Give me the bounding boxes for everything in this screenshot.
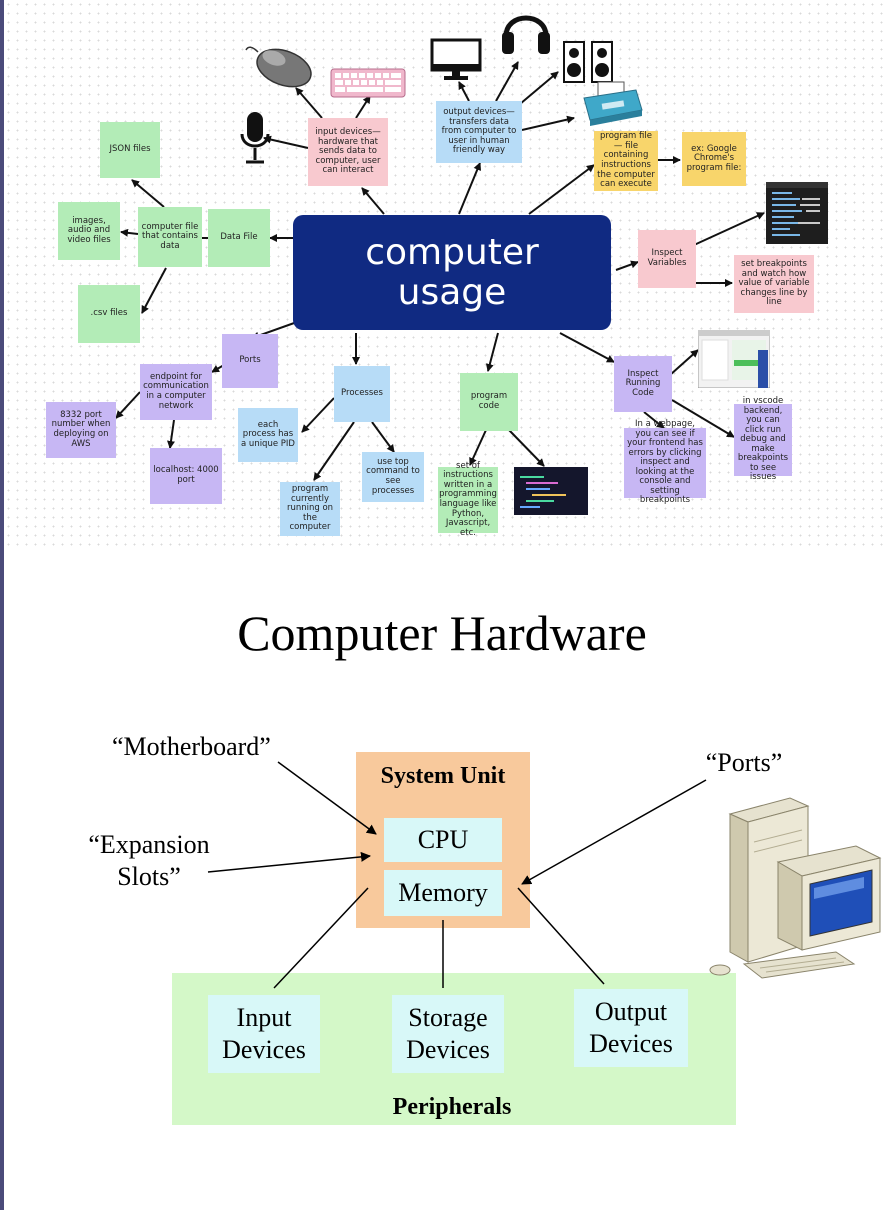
webpage-debug-label: In a webpage, you can see if your fronte… xyxy=(627,419,703,506)
running-program-node: program currently running on the compute… xyxy=(280,482,340,536)
breakpoints-node: set breakpoints and watch how value of v… xyxy=(734,255,814,313)
memory-box: Memory xyxy=(384,870,502,916)
port-8332-node: 8332 port number when deploying on AWS xyxy=(46,402,116,458)
output-devices-line2: Devices xyxy=(589,1029,673,1058)
ports-node: Ports xyxy=(222,334,278,388)
vscode-debug-node: in vscode backend, you can click run deb… xyxy=(734,396,792,482)
headphones-icon xyxy=(502,15,550,54)
expansion-line1: “Expansion xyxy=(88,829,210,859)
output-devices-label: output devices— transfers data from comp… xyxy=(441,107,517,156)
storage-devices-box: Storage Devices xyxy=(392,995,504,1073)
monitor-icon xyxy=(430,38,482,80)
localhost-node: localhost: 4000 port xyxy=(150,448,222,504)
pid-node: each process has a unique PID xyxy=(238,408,298,462)
json-files-node: JSON files xyxy=(100,122,160,178)
mind-map-connectors xyxy=(115,61,765,481)
ports-label: Ports xyxy=(239,355,261,366)
inspect-running-code-label: Inspect Running Code xyxy=(625,368,661,398)
output-devices-box: Output Devices xyxy=(574,989,688,1067)
speakers-icon xyxy=(563,41,613,83)
browser-screenshot-icon xyxy=(698,330,770,388)
left-border xyxy=(0,0,4,1210)
cpu-box: CPU xyxy=(384,818,502,862)
storage-devices-line1: Storage xyxy=(408,1002,488,1032)
central-topic-label: computer usage xyxy=(365,231,539,313)
input-devices-node: input devices— hardware that sends data … xyxy=(308,118,388,186)
mouse-icon xyxy=(245,46,312,88)
computer-file-label: computer file that contains data xyxy=(141,221,199,251)
inspect-variables-node: Inspect Variables xyxy=(638,230,696,288)
processes-node: Processes xyxy=(334,366,390,422)
port-8332-label: 8332 port number when deploying on AWS xyxy=(51,409,111,449)
data-file-label: Data File xyxy=(220,232,258,243)
desktop-computer-icon xyxy=(709,797,882,979)
microphone-icon xyxy=(240,112,270,164)
mind-map-canvas: computer usage Data File computer file t… xyxy=(4,0,884,552)
json-files-label: JSON files xyxy=(109,144,151,155)
motherboard-callout: “Motherboard” xyxy=(112,732,271,761)
media-files-node: images, audio and video files xyxy=(58,202,120,260)
program-code-node: program code xyxy=(460,373,518,431)
webpage-debug-node: In a webpage, you can see if your fronte… xyxy=(624,419,706,505)
localhost-label: localhost: 4000 port xyxy=(153,465,219,485)
data-file-node: Data File xyxy=(208,209,270,267)
program-file-node: program file— file containing instructio… xyxy=(594,131,658,191)
system-unit-label: System Unit xyxy=(380,762,506,789)
storage-devices-line2: Devices xyxy=(406,1035,490,1064)
variables-screenshot-icon xyxy=(766,182,828,244)
input-devices-line1: Input xyxy=(236,1002,292,1032)
chrome-example-node: ex: Google Chrome's program file: xyxy=(682,132,746,186)
program-code-label: program code xyxy=(470,391,508,411)
output-devices-node: output devices— transfers data from comp… xyxy=(436,101,522,163)
expansion-slots-callout: “Expansion Slots” xyxy=(74,826,224,896)
endpoint-label: endpoint for communication in a computer… xyxy=(143,371,209,411)
output-devices-line1: Output xyxy=(594,996,668,1026)
inspect-running-code-node: Inspect Running Code xyxy=(614,356,672,412)
chrome-example-label: ex: Google Chrome's program file: xyxy=(686,143,742,173)
program-file-label: program file— file containing instructio… xyxy=(597,131,655,190)
central-topic: computer usage xyxy=(293,215,611,330)
running-program-label: program currently running on the compute… xyxy=(286,484,334,533)
inspect-variables-label: Inspect Variables xyxy=(647,248,687,268)
hardware-title: Computer Hardware xyxy=(237,605,647,661)
csv-files-node: .csv files xyxy=(78,285,140,343)
breakpoints-label: set breakpoints and watch how value of v… xyxy=(738,259,810,308)
media-files-label: images, audio and video files xyxy=(67,215,111,245)
processes-label: Processes xyxy=(341,388,383,399)
input-devices-box: Input Devices xyxy=(208,995,320,1073)
instructions-node: set of instructions written in a program… xyxy=(438,461,498,537)
peripherals-label: Peripherals xyxy=(392,1093,512,1120)
vscode-debug-label: in vscode backend, you can click run deb… xyxy=(737,396,789,483)
pid-label: each process has a unique PID xyxy=(241,419,295,449)
top-command-node: use top command to see processes xyxy=(362,452,424,502)
computer-file-node: computer file that contains data xyxy=(138,207,202,267)
printer-icon xyxy=(583,81,643,126)
top-command-label: use top command to see processes xyxy=(366,456,420,496)
keyboard-icon xyxy=(330,68,406,98)
code-screenshot-icon xyxy=(514,467,588,515)
csv-files-label: .csv files xyxy=(90,308,128,319)
ports-callout: “Ports” xyxy=(705,748,783,777)
endpoint-node: endpoint for communication in a computer… xyxy=(140,364,212,420)
input-devices-line2: Devices xyxy=(222,1035,306,1064)
input-devices-label: input devices— hardware that sends data … xyxy=(315,127,381,176)
instructions-label: set of instructions written in a program… xyxy=(439,460,497,538)
hardware-connectors xyxy=(207,761,707,989)
expansion-line2: Slots” xyxy=(117,862,181,891)
